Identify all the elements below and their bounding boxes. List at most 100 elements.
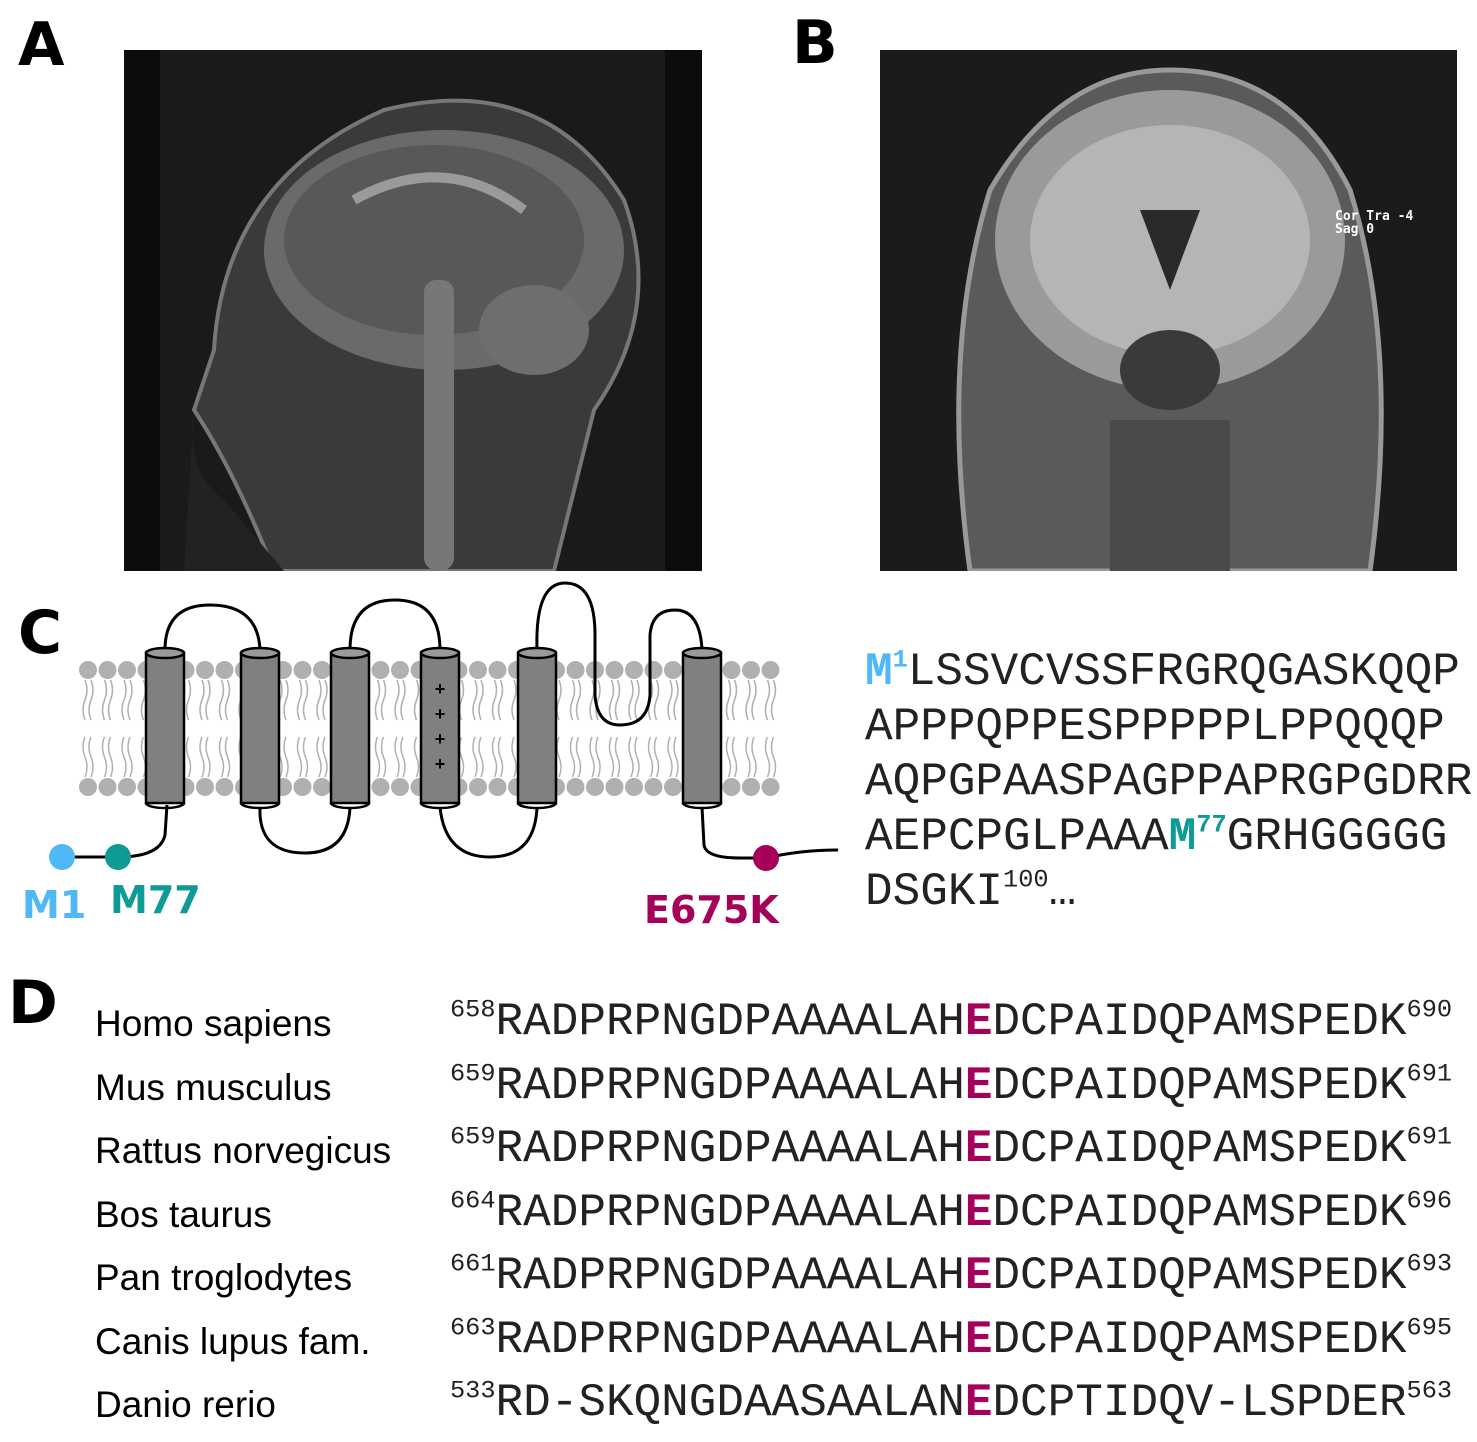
conserved-e-residue: E bbox=[964, 1123, 993, 1175]
lipid-tail bbox=[296, 736, 303, 778]
alignment-row: 663RADPRPNGDPAAAALAHEDCPAIDQPAMSPEDK695 bbox=[450, 1312, 1452, 1368]
lipid-head bbox=[644, 661, 663, 679]
lipid-tail bbox=[394, 679, 400, 721]
seq-post: DCPAIDQPAMSPEDK bbox=[992, 1186, 1407, 1239]
e675k-label: E675K bbox=[644, 888, 779, 932]
lipid-tail bbox=[413, 736, 420, 778]
m1-marker bbox=[49, 844, 75, 870]
overlay-line-2: Sag 0 bbox=[1335, 222, 1375, 237]
seq-line-5: DSGKI100… bbox=[865, 865, 1472, 920]
lipid-tail bbox=[731, 679, 738, 721]
lipid-head bbox=[722, 661, 741, 679]
transmembrane-helix-5 bbox=[516, 646, 558, 810]
alignment-row: 659RADPRPNGDPAAAALAHEDCPAIDQPAMSPEDK691 bbox=[450, 1121, 1452, 1177]
lipid-head bbox=[371, 778, 390, 796]
start-position: 533 bbox=[450, 1376, 496, 1406]
lipid-tail bbox=[394, 736, 400, 778]
lipid-tail bbox=[745, 679, 751, 721]
positive-charge: + bbox=[435, 754, 446, 774]
lipid-tail bbox=[121, 679, 127, 721]
lipid-tail bbox=[296, 679, 303, 721]
lipid-tail bbox=[374, 679, 381, 721]
lipid-head bbox=[196, 661, 214, 679]
lipid-tail bbox=[497, 679, 504, 721]
seq-text: GRHGGGGG bbox=[1226, 811, 1448, 863]
overlay-line-1: Cor Tra -4 bbox=[1335, 209, 1414, 224]
lipid-head bbox=[196, 778, 214, 796]
lipid-tail bbox=[82, 679, 88, 721]
end-position: 693 bbox=[1406, 1249, 1453, 1279]
loop-2 bbox=[258, 806, 352, 855]
lipid-tail bbox=[283, 736, 289, 778]
seq-pre: RADPRPNGDPAAAALAH bbox=[495, 1186, 965, 1239]
seq-post: DCPAIDQPAMSPEDK bbox=[992, 1313, 1407, 1366]
lipid-head bbox=[469, 778, 487, 796]
lipid-head bbox=[215, 778, 234, 796]
lipid-tail bbox=[673, 679, 679, 721]
conserved-e-residue: E bbox=[964, 1186, 993, 1239]
lipid-tail bbox=[302, 679, 309, 721]
end-position: 563 bbox=[1406, 1376, 1453, 1406]
m77-residue: M bbox=[1168, 811, 1197, 863]
lipid-tail bbox=[322, 679, 328, 721]
lipid-tail bbox=[608, 736, 615, 778]
lipid-tail bbox=[400, 736, 406, 778]
seq-pre: RADPRPNGDPAAAALAH bbox=[495, 996, 965, 1048]
membrane-topology-diagram: ++++ bbox=[49, 581, 839, 871]
lipid-tail bbox=[302, 736, 309, 778]
lipid-head bbox=[391, 778, 409, 796]
m77-position: 77 bbox=[1196, 810, 1227, 840]
lipid-tail bbox=[218, 736, 225, 778]
lipid-tail bbox=[107, 736, 114, 778]
lipid-head bbox=[488, 778, 507, 796]
position-100: 100 bbox=[1003, 865, 1049, 895]
lipid-tail bbox=[764, 736, 771, 778]
lipid-tail bbox=[322, 736, 328, 778]
m77-marker bbox=[105, 844, 131, 870]
lipid-tail bbox=[185, 679, 192, 721]
lipid-head bbox=[761, 661, 780, 679]
lipid-tail bbox=[647, 736, 654, 778]
seq-line-4: AEPCPGLPAAAM77GRHGGGGG bbox=[865, 810, 1472, 865]
lipid-head bbox=[98, 661, 117, 679]
lipid-tail bbox=[82, 736, 88, 778]
lipid-tail bbox=[764, 679, 771, 721]
start-position: 659 bbox=[450, 1058, 496, 1088]
m77-label: M77 bbox=[110, 878, 201, 922]
lipid-tail bbox=[673, 736, 679, 778]
lipid-tail bbox=[589, 679, 595, 721]
conserved-e-residue: E bbox=[964, 1250, 993, 1302]
lipid-head bbox=[664, 778, 682, 796]
lipid-tail bbox=[472, 736, 478, 778]
lipid-tail bbox=[491, 679, 498, 721]
lipid-tail bbox=[413, 679, 420, 721]
seq-line-3: AQPGPAASPAGPPAPRGPGDRR bbox=[865, 756, 1473, 808]
conserved-e-residue: E bbox=[964, 1059, 993, 1112]
lipid-head bbox=[98, 778, 117, 796]
lipid-head bbox=[605, 661, 624, 679]
end-position: 695 bbox=[1406, 1312, 1453, 1342]
lipid-tail bbox=[497, 736, 504, 778]
species-name: Bos taurus bbox=[95, 1193, 272, 1235]
lipid-tail bbox=[88, 679, 94, 721]
alignment-row: 658RADPRPNGDPAAAALAHEDCPAIDQPAMSPEDK690 bbox=[450, 994, 1452, 1050]
lipid-tail bbox=[127, 679, 133, 721]
lipid-tail bbox=[316, 679, 322, 721]
lipid-tail bbox=[107, 679, 114, 721]
transmembrane-helix-1 bbox=[144, 646, 186, 810]
lipid-head bbox=[293, 778, 312, 796]
lipid-tail bbox=[199, 736, 205, 778]
lipid-tail bbox=[628, 679, 634, 721]
lipid-head bbox=[371, 661, 390, 679]
lipid-tail bbox=[205, 736, 211, 778]
lipid-head bbox=[118, 661, 136, 679]
panel-label-d: D bbox=[8, 968, 58, 1038]
conserved-e-residue: E bbox=[964, 1377, 993, 1429]
alignment-row: 533RD-SKQNGDAASAALANEDCPTIDQV-LSPDER563 bbox=[450, 1375, 1452, 1431]
lipid-head bbox=[391, 661, 409, 679]
end-position: 690 bbox=[1406, 995, 1453, 1025]
